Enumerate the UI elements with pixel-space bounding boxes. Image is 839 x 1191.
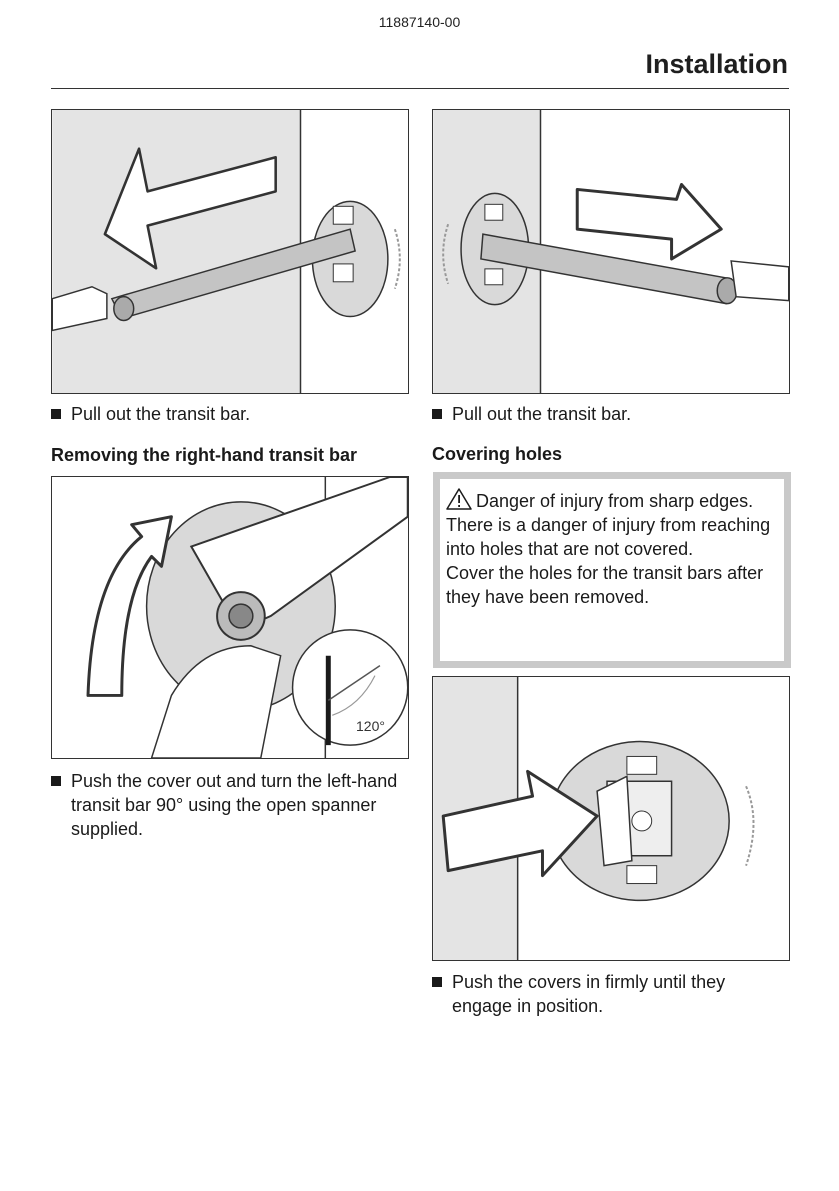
heading-covering-holes: Covering holes <box>432 444 563 464</box>
warning-title-line: Danger of injury from sharp edges. <box>446 488 776 513</box>
illustration-push-cover <box>433 677 755 960</box>
bullet-icon <box>51 776 61 786</box>
figure-push-cover <box>432 676 790 961</box>
warning-box: Danger of injury from sharp edges. There… <box>433 472 791 668</box>
warning-triangle-icon <box>446 488 472 510</box>
warning-title: Danger of injury from sharp edges. <box>476 491 754 511</box>
figure-turn-transit-bar: 120° <box>51 476 409 759</box>
figure-pull-transit-bar-left <box>51 109 409 394</box>
document-number: 11887140-00 <box>378 14 461 30</box>
rotation-angle-label: 120° <box>356 718 385 734</box>
warning-text-1: There is a danger of injury from reachin… <box>446 515 771 559</box>
bullet-icon <box>51 409 61 419</box>
bullet-icon <box>432 409 442 419</box>
header-rule <box>51 88 789 89</box>
step-pull-out-right: Pull out the transit bar. <box>432 402 790 426</box>
step-push-covers: Push the covers in firmly until they eng… <box>432 970 790 1018</box>
illustration-pull-left <box>52 110 401 393</box>
step-pull-out-left: Pull out the transit bar. <box>51 402 409 426</box>
step-turn-bar: Push the cover out and turn the left-han… <box>51 769 406 841</box>
illustration-turn-bar <box>52 477 408 758</box>
bullet-icon <box>432 977 442 987</box>
figure-pull-transit-bar-right <box>432 109 790 394</box>
illustration-pull-right <box>433 110 789 393</box>
heading-removing-right-bar: Removing the right-hand transit bar <box>51 445 358 465</box>
section-title: Installation <box>645 49 788 79</box>
warning-text-2: Cover the holes for the transit bars aft… <box>446 563 764 607</box>
